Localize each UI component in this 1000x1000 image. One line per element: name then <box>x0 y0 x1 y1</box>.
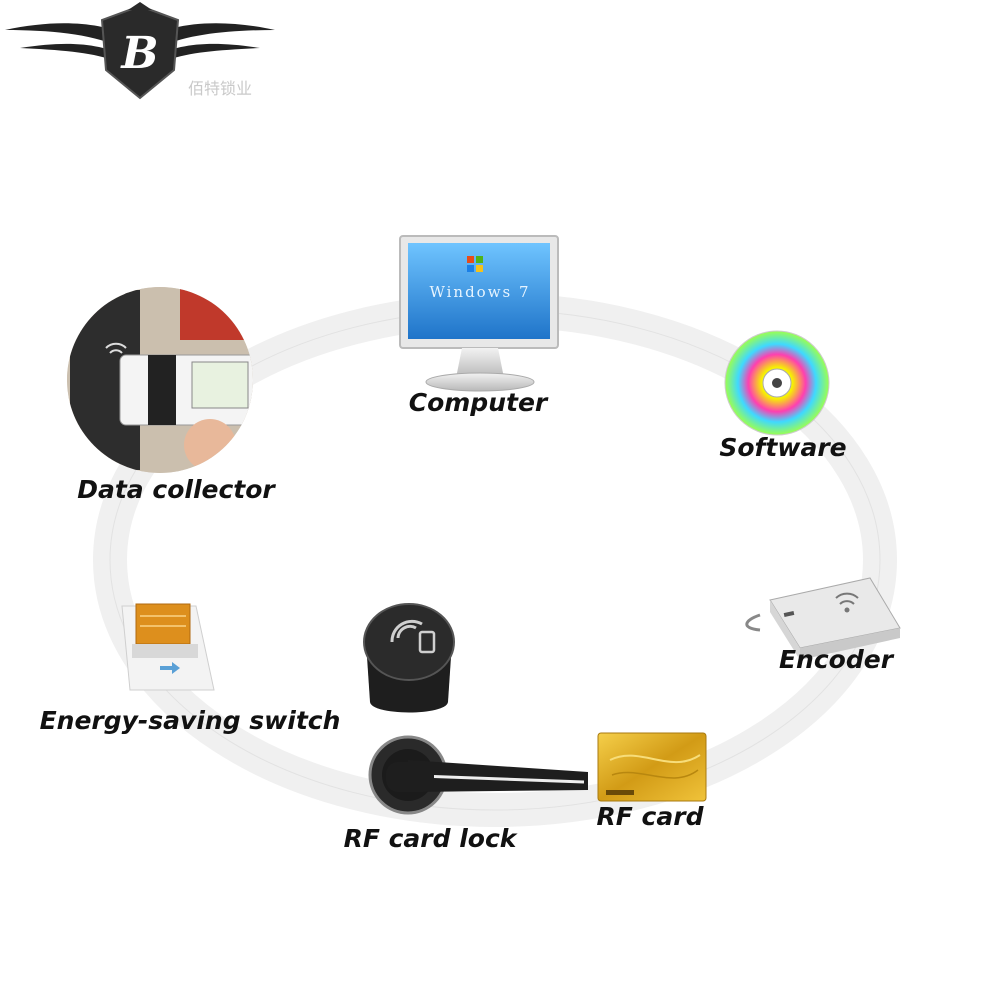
windows-logo-icon <box>467 256 483 272</box>
brand-logo: B <box>5 2 275 100</box>
arrow-right-icon <box>160 662 180 674</box>
cd-icon <box>724 330 830 436</box>
label-encoder: Encoder <box>779 645 895 674</box>
label-energy-saving-switch: Energy-saving switch <box>40 706 341 735</box>
logo-subtitle: 佰特锁业 <box>188 79 252 98</box>
rfid-icon <box>390 619 423 643</box>
data-collector-photo <box>67 287 253 473</box>
label-rf-card: RF card <box>597 802 705 831</box>
wifi-icon <box>105 342 127 354</box>
computer-icon: Windows 7 <box>399 235 559 392</box>
rf-card <box>597 732 707 802</box>
screen-os-text: Windows 7 <box>429 283 530 301</box>
label-rf-card-lock: RF card lock <box>344 824 518 853</box>
shield-icon <box>100 4 180 100</box>
lock-handle <box>368 735 588 815</box>
switch-card <box>135 603 191 645</box>
label-data-collector: Data collector <box>77 475 276 504</box>
lock-reader <box>363 603 455 713</box>
encoder-device <box>745 577 901 660</box>
label-software: Software <box>719 433 846 462</box>
label-computer: Computer <box>409 388 549 417</box>
energy-switch-device <box>121 603 215 691</box>
rfid-wave-icon <box>835 592 859 605</box>
logo-monogram: B <box>119 28 158 79</box>
